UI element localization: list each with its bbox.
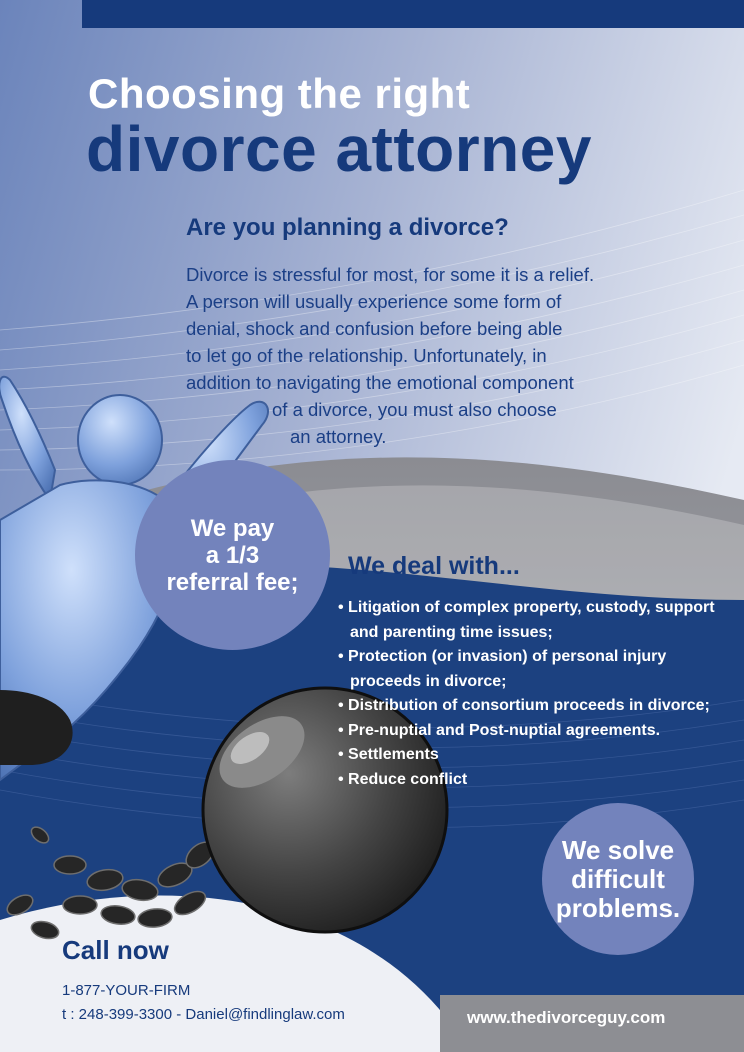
intro-line: denial, shock and confusion before being… <box>186 318 563 339</box>
phone-number: 1-877-YOUR-FIRM <box>62 982 191 999</box>
intro-line: an attorney. <box>290 426 387 447</box>
title-line-1: Choosing the right <box>88 70 471 117</box>
intro-question: Are you planning a divorce? <box>186 214 509 241</box>
intro-line: to let go of the relationship. Unfortuna… <box>186 345 547 366</box>
badge-line: We pay <box>190 514 275 542</box>
intro-line: of a divorce, you must also choose <box>272 399 557 420</box>
chain-links-icon <box>6 826 215 940</box>
badge-line: We solve <box>561 834 675 865</box>
list-item: • Distribution of consortium proceeds in… <box>338 697 710 714</box>
intro-line: addition to navigating the emotional com… <box>186 372 574 393</box>
title-line-2: divorce attorney <box>86 113 592 185</box>
badge-line: problems. <box>555 892 681 923</box>
intro-line: Divorce is stressful for most, for some … <box>186 264 595 285</box>
badge-line: referral fee; <box>166 568 299 596</box>
referral-fee-badge: We pay a 1/3 referral fee; <box>135 460 330 650</box>
list-item: • Litigation of complex property, custod… <box>338 599 715 641</box>
list-item: • Settlements <box>338 746 439 763</box>
contact-details: t : 248-399-3300 - Daniel@findlinglaw.co… <box>62 1006 345 1023</box>
badge-line: difficult <box>571 863 665 894</box>
services-title: We deal with... <box>348 552 520 580</box>
badge-line: a 1/3 <box>205 541 260 569</box>
services-list: • Litigation of complex property, custod… <box>338 596 733 792</box>
call-now-heading: Call now <box>62 935 169 965</box>
intro-paragraph: Divorce is stressful for most, for some … <box>186 261 686 450</box>
list-item: • Pre-nuptial and Post-nuptial agreement… <box>338 721 661 739</box>
list-item: • Reduce conflict <box>338 770 468 788</box>
list-item: • Protection (or invasion) of personal i… <box>338 648 667 690</box>
website-link[interactable]: www.thedivorceguy.com <box>467 1008 666 1027</box>
solve-problems-badge: We solve difficult problems. <box>542 803 694 955</box>
intro-line: A person will usually experience some fo… <box>186 291 562 312</box>
